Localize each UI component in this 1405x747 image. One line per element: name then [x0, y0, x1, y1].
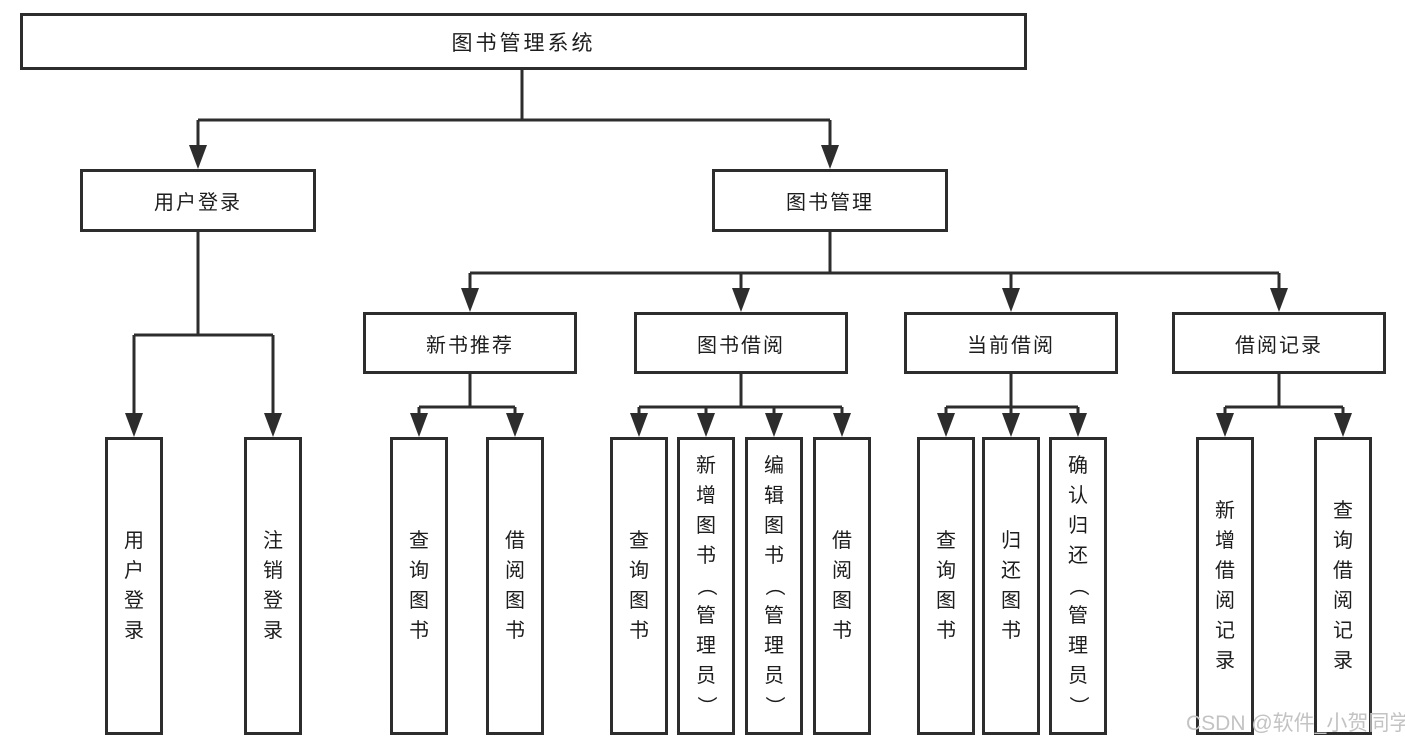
- leaf-query-books-current: 查询图书: [917, 437, 975, 735]
- leaf-add-books-admin-label: 新增图书（管理员）: [695, 455, 717, 716]
- leaf-add-borrow-record: 新增借阅记录: [1196, 437, 1254, 735]
- csdn-watermark: CSDN @软件_小贺同学: [1186, 712, 1405, 735]
- node-user-login: 用户登录: [80, 169, 316, 232]
- edge-book-management-to-groups: [461, 231, 1288, 312]
- node-borrowing-records: 借阅记录: [1172, 312, 1386, 374]
- leaf-add-books-admin: 新增图书（管理员）: [677, 437, 735, 735]
- leaf-confirm-return-admin: 确认归还（管理员）: [1049, 437, 1107, 735]
- leaf-edit-books-admin: 编辑图书（管理员）: [745, 437, 803, 735]
- node-current-borrowing: 当前借阅: [904, 312, 1118, 374]
- edge-user-login-to-leaves: [125, 231, 282, 437]
- leaf-query-books-recommend-label: 查询图书: [409, 530, 429, 642]
- edge-borrowing-records-to-leaves: [1216, 374, 1352, 437]
- leaf-return-books-label: 归还图书: [1001, 530, 1021, 642]
- leaf-edit-books-admin-label: 编辑图书（管理员）: [763, 455, 785, 716]
- leaf-query-borrow-record: 查询借阅记录: [1314, 437, 1372, 735]
- leaf-add-borrow-record-label: 新增借阅记录: [1215, 500, 1235, 672]
- node-library-management-system: 图书管理系统: [20, 13, 1027, 70]
- leaf-user-login: 用户登录: [105, 437, 163, 735]
- leaf-query-books-borrowing-label: 查询图书: [629, 530, 649, 642]
- leaf-query-books-borrowing: 查询图书: [610, 437, 668, 735]
- node-library-management-system-label: 图书管理系统: [451, 31, 596, 55]
- leaf-return-books: 归还图书: [982, 437, 1040, 735]
- edge-book-borrowing-to-leaves: [630, 374, 851, 437]
- leaf-borrow-books-recommend-label: 借阅图书: [505, 530, 525, 642]
- node-book-management-label: 图书管理: [786, 192, 874, 214]
- node-current-borrowing-label: 当前借阅: [967, 334, 1055, 357]
- leaf-query-borrow-record-label: 查询借阅记录: [1333, 500, 1353, 672]
- leaf-query-books-current-label: 查询图书: [936, 530, 956, 642]
- node-borrowing-records-label: 借阅记录: [1235, 334, 1323, 357]
- leaf-borrow-books-borrowing-label: 借阅图书: [832, 530, 852, 642]
- leaf-query-books-recommend: 查询图书: [390, 437, 448, 735]
- edge-current-borrowing-to-leaves: [937, 374, 1087, 437]
- edge-root-to-branches: [189, 68, 839, 169]
- leaf-borrow-books-recommend: 借阅图书: [486, 437, 544, 735]
- leaf-user-login-label: 用户登录: [124, 530, 144, 642]
- node-new-book-recommend-label: 新书推荐: [426, 334, 514, 357]
- node-book-borrowing-label: 图书借阅: [697, 334, 785, 357]
- node-user-login-label: 用户登录: [154, 192, 242, 214]
- leaf-confirm-return-admin-label: 确认归还（管理员）: [1067, 455, 1089, 716]
- node-new-book-recommend: 新书推荐: [363, 312, 577, 374]
- leaf-logout-login-label: 注销登录: [263, 530, 283, 642]
- leaf-borrow-books-borrowing: 借阅图书: [813, 437, 871, 735]
- node-book-management: 图书管理: [712, 169, 948, 232]
- edge-new-book-recommend-to-leaves: [410, 374, 524, 437]
- node-book-borrowing: 图书借阅: [634, 312, 848, 374]
- leaf-logout-login: 注销登录: [244, 437, 302, 735]
